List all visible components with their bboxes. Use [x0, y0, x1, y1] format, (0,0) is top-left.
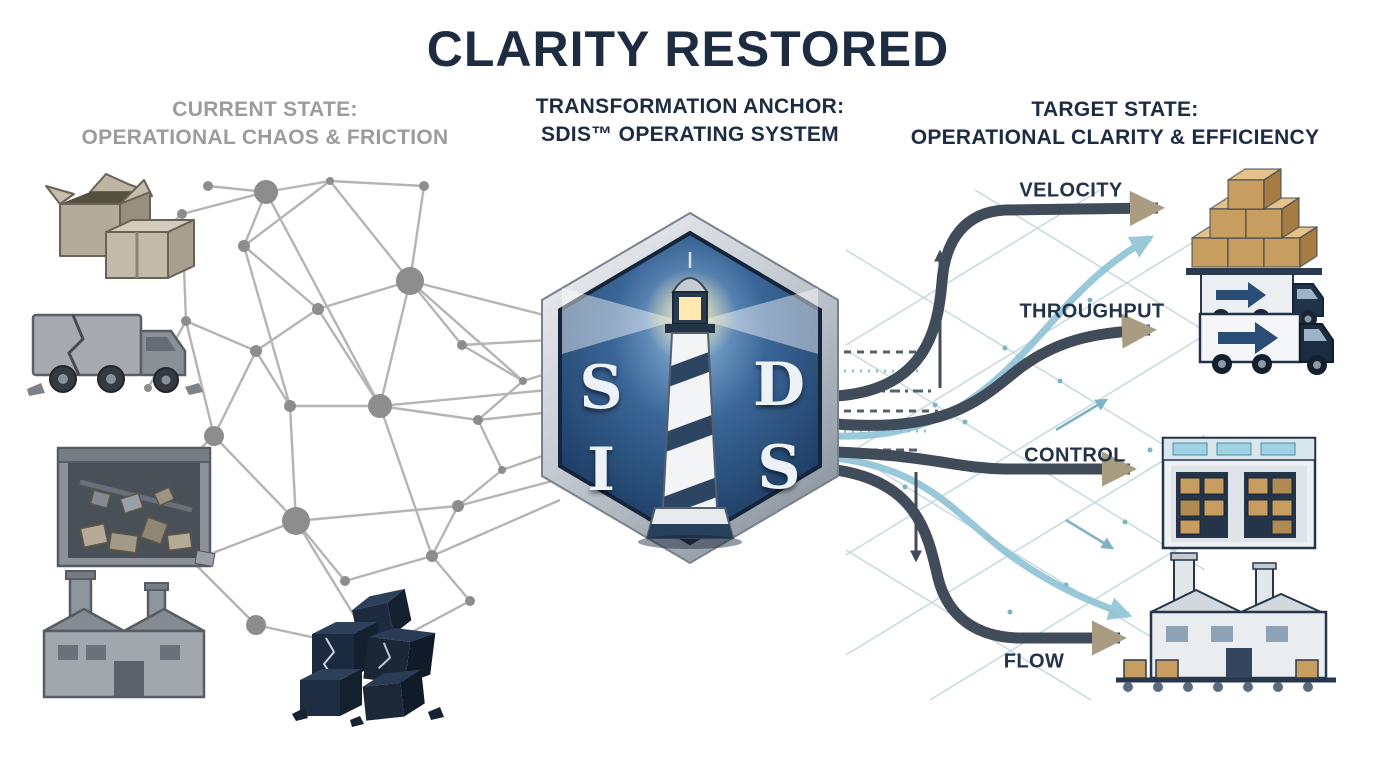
flow-arrows [835, 190, 1166, 656]
flow-arrow-throughput [835, 313, 1158, 431]
transformation-anchor-header: TRANSFORMATION ANCHOR: SDIS™ OPERATING S… [500, 93, 880, 148]
current-state-line1: CURRENT STATE: [172, 98, 358, 121]
stacked-boxes-icon [1186, 168, 1322, 275]
truck-front [1198, 312, 1334, 375]
page-title: CLARITY RESTORED [426, 21, 950, 77]
flow-arrow-flow [835, 464, 1128, 656]
chaos-network-nodes [116, 177, 527, 657]
badge-letter-s-top: S [579, 353, 623, 423]
target-state-line1: TARGET STATE: [1031, 98, 1199, 121]
target-state-header: TARGET STATE: OPERATIONAL CLARITY & EFFI… [885, 96, 1345, 151]
mesh-nodes [902, 297, 1153, 643]
flow-arrow-control [835, 446, 1138, 487]
flow-label: FLOW [1003, 650, 1065, 673]
organized-warehouse-icon [1161, 436, 1317, 550]
velocity-label: VELOCITY [1019, 179, 1123, 202]
badge-letter-i: I [586, 435, 616, 505]
teal-ribbon-down [835, 454, 1133, 620]
chaotic-factory-icon [42, 570, 206, 699]
damaged-truck-icon [27, 313, 203, 396]
sdis-badge [541, 211, 839, 565]
mesh-mini-arrows [1055, 398, 1115, 550]
delivery-trucks-icon [1198, 273, 1334, 375]
lighthouse-icon [562, 252, 818, 549]
messy-warehouse-icon [56, 446, 216, 568]
throughput-label: THROUGHPUT [1019, 300, 1165, 323]
broken-boxes-icon [292, 588, 444, 727]
damaged-boxes-icon [45, 173, 195, 279]
current-state-line2: OPERATIONAL CHAOS & FRICTION [81, 125, 449, 149]
transformation-anchor-line1: TRANSFORMATION ANCHOR: [535, 95, 845, 118]
control-label: CONTROL [1024, 444, 1126, 467]
badge-letter-s-bottom: S [757, 433, 801, 503]
flow-arrow-velocity [835, 190, 1166, 402]
transformation-anchor-line2: SDIS™ OPERATING SYSTEM [541, 122, 839, 146]
current-state-header: CURRENT STATE: OPERATIONAL CHAOS & FRICT… [55, 96, 475, 151]
target-state-line2: OPERATIONAL CLARITY & EFFICIENCY [910, 125, 1320, 149]
efficient-factory-icon [1116, 552, 1336, 692]
badge-letter-d: D [752, 350, 806, 420]
